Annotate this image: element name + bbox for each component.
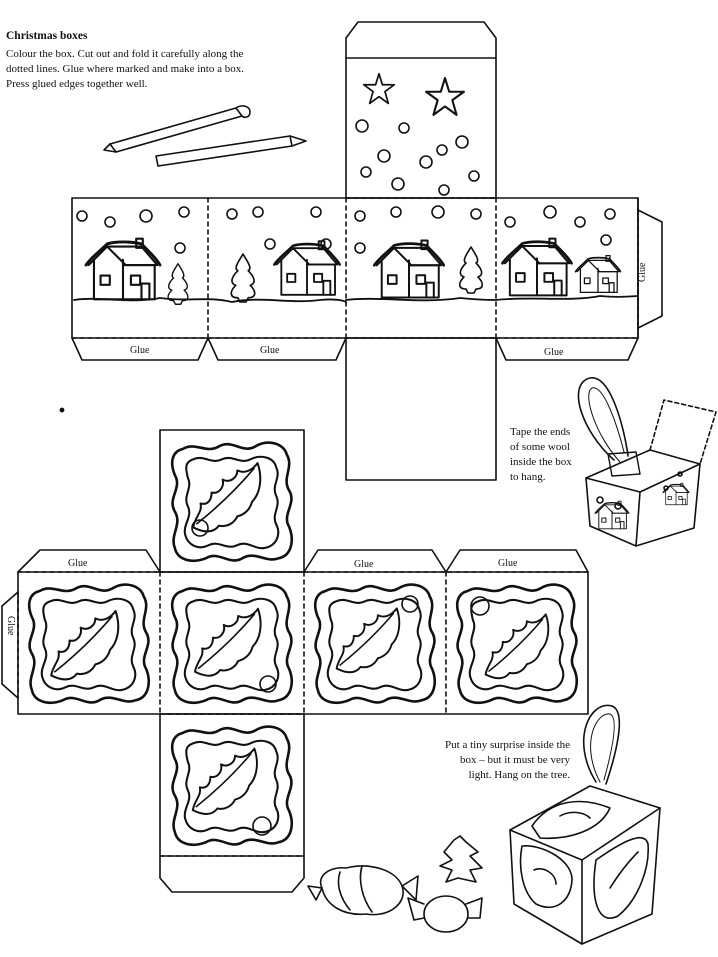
tape-note: Tape the ends of some wool inside the bo…	[510, 425, 600, 485]
hanging-house-box-illustration	[577, 377, 717, 547]
tape-note-line: Tape the ends	[510, 426, 571, 438]
glue-label: Glue	[498, 558, 518, 569]
instructions-line: dotted lines. Glue where marked and make…	[6, 63, 244, 75]
instructions-text: Colour the box. Cut out and fold it care…	[6, 47, 326, 92]
sweets-illustration	[307, 835, 483, 933]
glue-label: Glue	[544, 347, 564, 358]
surprise-note-line: light. Hang on the tree.	[468, 769, 570, 781]
glue-label: Glue	[68, 558, 88, 569]
glue-label: Glue	[354, 559, 374, 570]
glue-label: Glue	[5, 616, 16, 636]
surprise-note-line: box – but it must be very	[460, 754, 570, 766]
glue-label: Glue	[637, 262, 648, 282]
tape-note-line: of some wool	[510, 441, 570, 453]
tape-note-line: to hang.	[510, 471, 546, 483]
glue-label: Glue	[260, 345, 280, 356]
tape-note-line: inside the box	[510, 456, 572, 468]
page-title: Christmas boxes	[6, 30, 88, 42]
instructions-line: Colour the box. Cut out and fold it care…	[6, 48, 244, 60]
hanging-holly-box-illustration	[509, 704, 661, 945]
instructions-line: Press glued edges together well.	[6, 78, 148, 90]
glue-label: Glue	[130, 345, 150, 356]
house-box-net: Glue Glue Glue Glue	[71, 21, 663, 481]
holly-box-net: Glue Glue Glue Glue	[1, 429, 589, 893]
surprise-note: Put a tiny surprise inside the box – but…	[390, 738, 570, 783]
pencils-illustration	[103, 105, 307, 167]
surprise-note-line: Put a tiny surprise inside the	[445, 739, 570, 751]
